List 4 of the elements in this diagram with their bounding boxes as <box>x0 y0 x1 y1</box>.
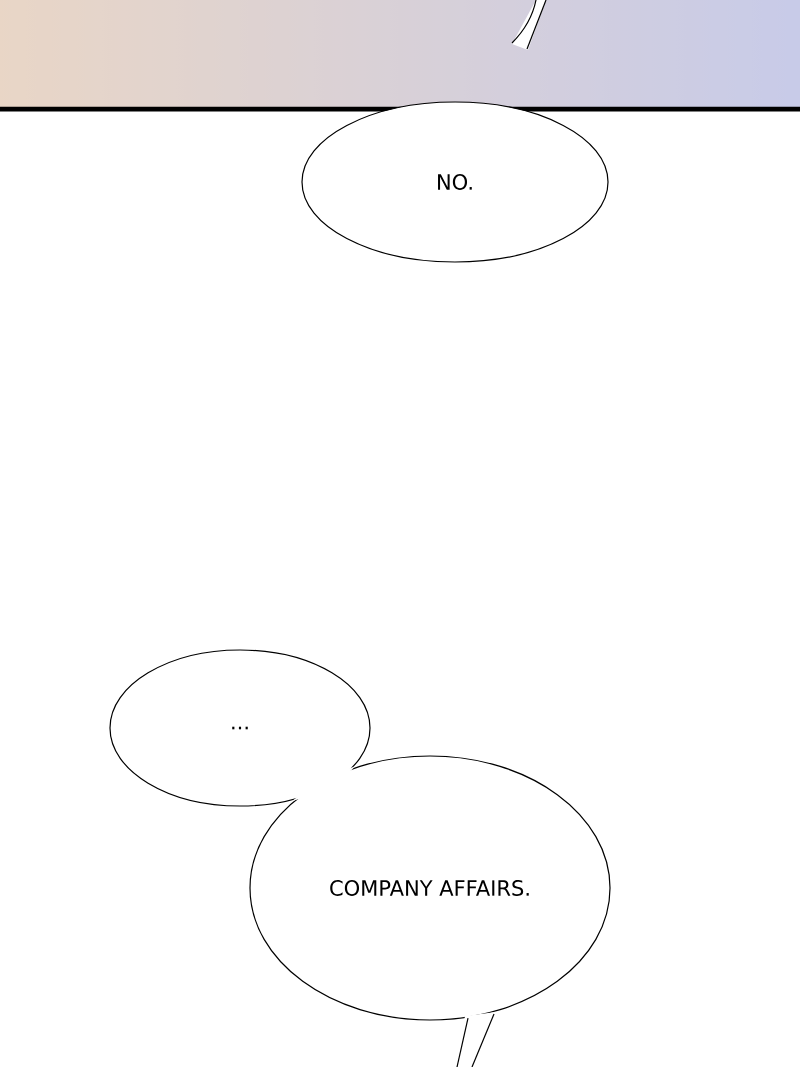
node-label: COMPANY AFFAIRS. <box>330 880 529 896</box>
speech-bubble: NO. <box>301 101 609 263</box>
speech-bubble: ... <box>109 649 371 807</box>
speech-bubble: COMPANY AFFAIRS. <box>248 754 611 1021</box>
